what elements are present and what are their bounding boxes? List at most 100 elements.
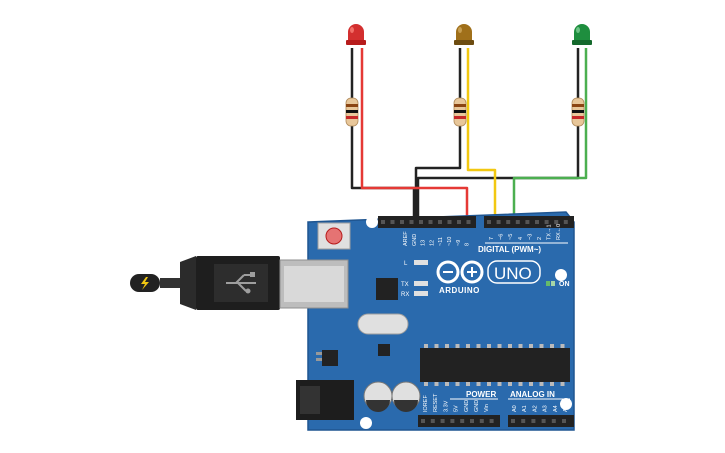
chip-pin	[539, 344, 544, 348]
chip-pin	[466, 382, 470, 386]
capacitor-1	[363, 381, 393, 412]
digital-section-label: DIGITAL (PWM~)	[478, 245, 541, 254]
header-pin[interactable]	[487, 220, 491, 224]
pin-label: A2	[532, 405, 538, 412]
header-pin[interactable]	[541, 419, 546, 423]
wires	[350, 48, 588, 222]
chip-pin	[497, 382, 502, 386]
header-pin[interactable]	[511, 419, 515, 423]
chip-pin	[445, 344, 449, 348]
pin-label: RX←0	[556, 224, 562, 240]
pin-label: 4	[518, 237, 524, 240]
chip-pin	[550, 382, 554, 386]
led-l-indicator	[414, 260, 428, 265]
led-tx-indicator	[414, 281, 428, 286]
header-pin[interactable]	[409, 220, 414, 224]
top-header-left	[378, 216, 476, 228]
brand-label: ARDUINO	[439, 286, 480, 295]
pin-label: IOREF	[423, 395, 429, 412]
header-pin[interactable]	[457, 220, 461, 224]
model-label: UNO	[494, 264, 532, 283]
green-led[interactable]	[572, 24, 592, 45]
red-led[interactable]	[346, 24, 366, 45]
usb-interface-chip	[376, 278, 398, 300]
chip-pin	[424, 382, 428, 386]
header-pin[interactable]	[521, 419, 526, 423]
led-l-label: L	[404, 261, 408, 267]
resistor-1[interactable]	[345, 97, 359, 127]
chip-pin	[487, 382, 491, 386]
pin-label: 8	[465, 243, 471, 246]
pin-label: AREF	[403, 231, 409, 246]
header-pin[interactable]	[525, 220, 530, 224]
header-pin[interactable]	[489, 419, 494, 423]
pin-label: 13	[421, 240, 427, 246]
pin-label: GND	[412, 234, 418, 246]
header-pin[interactable]	[544, 220, 549, 224]
chip-pin	[455, 382, 460, 386]
header-pin[interactable]	[430, 419, 435, 423]
header-pin[interactable]	[428, 220, 433, 224]
green-signal-wire[interactable]	[512, 48, 588, 222]
header-pin[interactable]	[390, 220, 395, 224]
header-pin[interactable]	[479, 419, 484, 423]
led-tx-label: TX	[401, 282, 409, 288]
resistor-2[interactable]	[453, 97, 467, 127]
header-pin[interactable]	[400, 220, 404, 224]
chip-pin	[550, 344, 554, 348]
pin-label: 2	[537, 237, 543, 240]
pin-label: ~5	[508, 234, 514, 240]
header-pin[interactable]	[531, 419, 536, 423]
arduino-uno-board[interactable]: L TX RX ON ARDUINO UNO DIGITAL (PWM~) PO…	[279, 211, 575, 431]
header-pin[interactable]	[506, 220, 511, 224]
red-signal-wire[interactable]	[360, 48, 469, 222]
pin-label: A3	[543, 405, 549, 412]
chip-pin	[466, 344, 470, 348]
pin-label: GND	[474, 400, 480, 412]
header-pin[interactable]	[535, 220, 539, 224]
header-pin[interactable]	[562, 419, 566, 423]
pin-label: Vin	[484, 404, 490, 412]
chip-pin	[455, 344, 460, 348]
yellow-led-ground-wire[interactable]	[414, 48, 462, 222]
yellow-signal-wire[interactable]	[466, 48, 497, 222]
header-pin[interactable]	[551, 419, 556, 423]
header-pin[interactable]	[496, 220, 501, 224]
chip-pin	[518, 344, 523, 348]
pin-label: A4	[553, 405, 559, 412]
header-pins	[381, 220, 568, 423]
reset-button[interactable]	[325, 227, 343, 245]
pin-label: 12	[429, 240, 435, 246]
chip-pin	[560, 344, 565, 348]
crystal-oscillator	[357, 313, 409, 335]
header-pin[interactable]	[515, 220, 520, 224]
header-pin[interactable]	[421, 419, 425, 423]
pin-label: 5V	[454, 405, 460, 412]
pin-label: ~11	[438, 237, 444, 246]
resistor-3[interactable]	[571, 97, 585, 127]
usb-cable[interactable]	[130, 256, 280, 310]
header-pin[interactable]	[438, 220, 442, 224]
chip-pin	[487, 344, 491, 348]
chip-pin	[424, 344, 428, 348]
pin-label: A0	[512, 405, 518, 412]
chip-pin	[445, 382, 449, 386]
header-pin[interactable]	[563, 220, 568, 224]
power-led	[546, 281, 550, 286]
header-pin[interactable]	[419, 220, 423, 224]
header-pin[interactable]	[450, 419, 455, 423]
capacitor-2	[391, 381, 421, 412]
analog-header	[508, 415, 574, 427]
header-pin[interactable]	[554, 220, 559, 224]
header-pin[interactable]	[466, 220, 471, 224]
header-pin[interactable]	[470, 419, 474, 423]
header-pin[interactable]	[381, 220, 385, 224]
header-pin[interactable]	[460, 419, 465, 423]
usb-symbol-icon	[226, 272, 256, 294]
header-pin[interactable]	[447, 220, 452, 224]
header-pin[interactable]	[440, 419, 445, 423]
chip-pin	[529, 344, 533, 348]
green-led-ground-wire[interactable]	[416, 48, 580, 222]
yellow-led[interactable]	[454, 24, 474, 45]
